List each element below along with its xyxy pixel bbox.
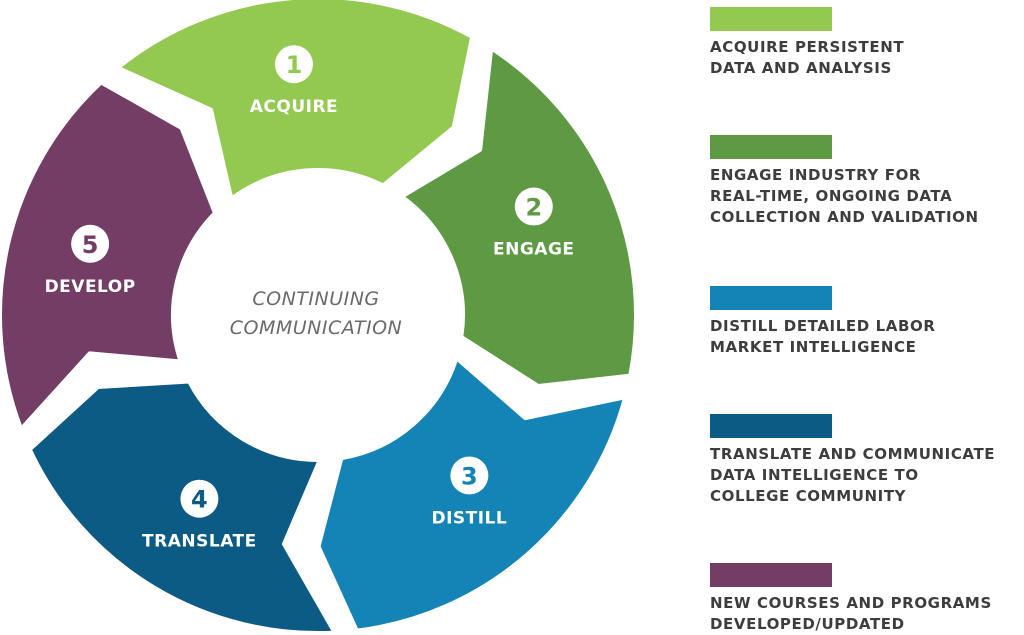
legend-text-line: NEW COURSES AND PROGRAMS	[710, 594, 992, 612]
legend-swatch-translate	[710, 414, 832, 438]
legend-text-line: COLLECTION AND VALIDATION	[710, 208, 979, 226]
center-circle	[173, 170, 463, 460]
step-1-number: 1	[286, 51, 303, 79]
step-4-label: TRANSLATE	[142, 532, 257, 552]
legend-item-develop: NEW COURSES AND PROGRAMS DEVELOPED/UPDAT…	[710, 563, 992, 635]
legend-text-line: COLLEGE COMMUNITY	[710, 487, 907, 505]
legend-swatch-develop	[710, 563, 832, 587]
legend-item-distill: DISTILL DETAILED LABOR MARKET INTELLIGEN…	[710, 286, 936, 358]
step-1-label: ACQUIRE	[250, 97, 338, 117]
legend-swatch-distill	[710, 286, 832, 310]
step-1-number-badge	[274, 45, 313, 84]
legend-text-line: MARKET INTELLIGENCE	[710, 338, 917, 356]
legend-swatch-acquire	[710, 7, 832, 31]
step-4-number-badge	[180, 479, 219, 518]
legend-item-translate: TRANSLATE AND COMMUNICATE DATA INTELLIGE…	[710, 414, 995, 507]
step-5-number-badge	[71, 224, 110, 263]
legend-text-line: DEVELOPED/UPDATED	[710, 615, 905, 633]
step-2-label: ENGAGE	[493, 240, 575, 260]
center-text-line1: CONTINUING	[252, 288, 379, 310]
step-5-number: 5	[82, 231, 99, 259]
step-3-label: DISTILL	[431, 508, 507, 528]
legend-text-line: DATA INTELLIGENCE TO	[710, 466, 919, 484]
legend-item-engage: ENGAGE INDUSTRY FOR REAL-TIME, ONGOING D…	[710, 135, 979, 228]
step-2-number-badge	[514, 187, 553, 226]
step-5-label: DEVELOP	[45, 277, 136, 297]
legend-text-line: ACQUIRE PERSISTENT	[710, 38, 905, 56]
step-3-number-badge	[450, 456, 489, 495]
legend-text-line: DISTILL DETAILED LABOR	[710, 317, 936, 335]
legend-text-line: DATA AND ANALYSIS	[710, 59, 892, 77]
step-2-number: 2	[525, 194, 542, 222]
step-4-number: 4	[191, 486, 208, 514]
segment-develop	[0, 80, 217, 431]
step-3-number: 3	[461, 462, 478, 490]
legend-text-line: ENGAGE INDUSTRY FOR	[710, 166, 922, 184]
legend-item-acquire: ACQUIRE PERSISTENT DATA AND ANALYSIS	[710, 7, 904, 79]
legend-text-line: REAL-TIME, ONGOING DATA	[710, 187, 953, 205]
center-text-line2: COMMUNICATION	[230, 317, 403, 339]
legend-text-line: TRANSLATE AND COMMUNICATE	[710, 445, 996, 463]
legend-swatch-engage	[710, 135, 832, 159]
